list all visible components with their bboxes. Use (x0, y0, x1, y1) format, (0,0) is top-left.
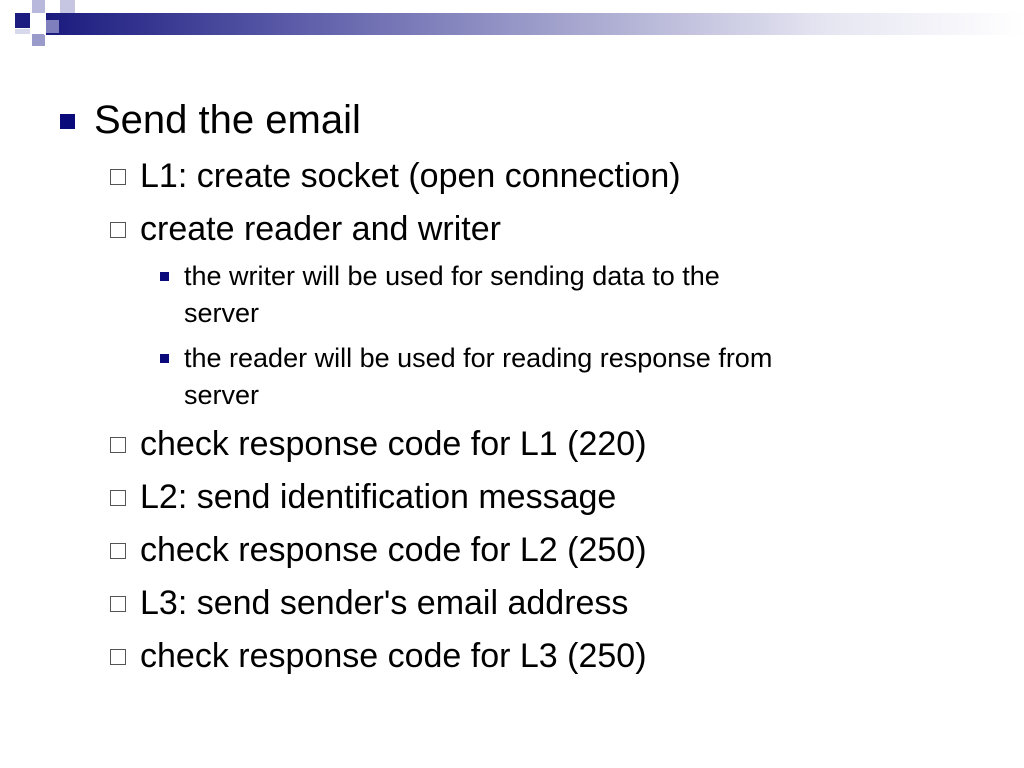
decorative-square (46, 20, 59, 33)
bullet-level3-text: the reader will be used for reading resp… (184, 343, 773, 373)
decorative-square (32, 34, 45, 46)
bullet-level3-text-continuation: server (184, 380, 260, 410)
bullet-level1-text: Send the email (94, 98, 361, 142)
decorative-square (15, 13, 30, 28)
filled-square-bullet-icon (60, 114, 75, 129)
hollow-square-bullet-icon (110, 222, 126, 238)
hollow-square-bullet-icon (110, 437, 126, 453)
hollow-square-bullet-icon (110, 596, 126, 612)
small-square-bullet-icon (160, 272, 169, 281)
decorative-square (15, 29, 30, 34)
header-gradient-bar (44, 13, 1024, 35)
hollow-square-bullet-icon (110, 169, 126, 185)
bullet-level2-text: create reader and writer (140, 210, 501, 248)
bullet-level2-text: check response code for L1 (220) (140, 425, 647, 463)
decorative-square (32, 0, 45, 13)
bullet-level3-text: the writer will be used for sending data… (184, 261, 720, 291)
bullet-level2-text: check response code for L2 (250) (140, 531, 647, 569)
bullet-level2-text: L2: send identification message (140, 478, 617, 516)
small-square-bullet-icon (160, 354, 169, 363)
hollow-square-bullet-icon (110, 649, 126, 665)
decorative-square (44, 13, 46, 35)
hollow-square-bullet-icon (110, 543, 126, 559)
hollow-square-bullet-icon (110, 490, 126, 506)
bullet-level2-text: L3: send sender's email address (140, 584, 629, 622)
header-decoration (0, 0, 1024, 62)
decorative-square (60, 0, 75, 13)
bullet-level3-text-continuation: server (184, 298, 260, 328)
bullet-level2-text: check response code for L3 (250) (140, 637, 647, 675)
bullet-level2-text: L1: create socket (open connection) (140, 157, 681, 195)
